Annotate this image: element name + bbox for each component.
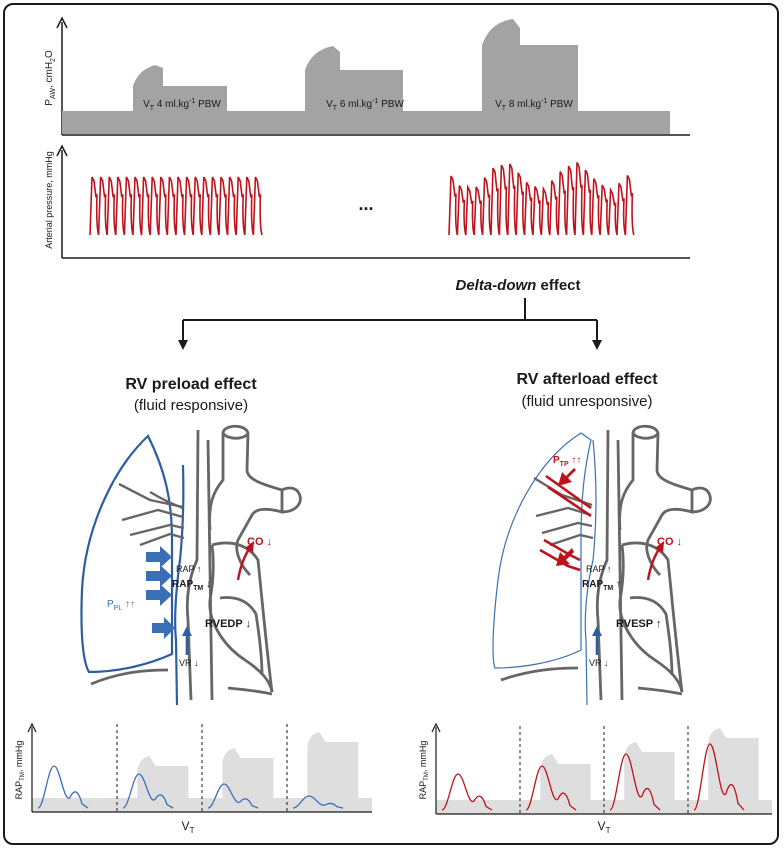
breath-label-vt4: VT 4 ml.kg-1 PBW	[143, 98, 221, 112]
vessel-compression-lines-right	[539, 474, 592, 572]
co-label-left: CO ↓	[247, 536, 272, 548]
rap-panel-left: RAPTM, mmHg VT	[14, 722, 372, 835]
breath-label-vt8: VT 8 ml.kg-1 PBW	[495, 98, 573, 112]
pressure-arrows-left	[146, 546, 175, 639]
rap-right-dividers	[519, 726, 689, 814]
rap-label-right: RAP ↑	[586, 564, 611, 574]
rvesp-label: RVESP ↑	[616, 618, 661, 630]
raptm-label-left: RAPTM ↓	[172, 579, 211, 592]
paw-y-label: PAW, cmH2O	[44, 50, 57, 106]
rap-right-x-label: VT	[598, 819, 611, 835]
inspiration-step	[307, 732, 359, 798]
inspiration-step	[540, 754, 591, 800]
rap-right-background-steps	[436, 728, 772, 814]
heart-illustration-right: PTP ↑↑ CO ↓ RAP ↑ RAPTM ↑ RVESP ↑ VR ↓	[492, 424, 712, 706]
vr-label-right: VR ↓	[589, 658, 609, 668]
ellipsis: ...	[358, 194, 373, 214]
rap-panel-right: RAPTM, mmHg VT	[418, 722, 772, 835]
rvedp-label: RVEDP ↓	[205, 618, 251, 630]
right-branch-title: RV afterload effect	[516, 371, 658, 388]
arterial-waveform-left	[89, 176, 263, 236]
airway-pressure-panel: PAW, cmH2O VT 4 ml.kg-1 PBW VT 6 ml.kg-1…	[44, 16, 690, 136]
rap-left-dividers	[116, 724, 288, 812]
co-label-right: CO ↓	[657, 536, 682, 548]
rap-right-waveform	[441, 743, 745, 811]
rap-right-y-label: RAPTM, mmHg	[418, 741, 430, 800]
ppl-label: PPL ↑↑	[107, 599, 135, 612]
inspiration-step	[708, 728, 759, 800]
left-branch-subtitle: (fluid responsive)	[134, 397, 248, 414]
inspiration-step	[137, 756, 189, 798]
ptp-label: PTP ↑↑	[553, 455, 581, 468]
delta-down-label: Delta-down effect	[455, 277, 580, 294]
pleura-line-left	[174, 464, 185, 706]
breath-label-vt6: VT 6 ml.kg-1 PBW	[326, 98, 404, 112]
rap-left-x-label: VT	[182, 819, 195, 835]
rap-left-waveform	[37, 765, 344, 809]
figure-frame	[3, 3, 779, 845]
pleura-line-right	[584, 439, 597, 706]
arterial-pressure-panel: Arterial pressure, mmHg ...	[44, 144, 690, 259]
rap-left-y-label: RAPTM, mmHg	[14, 741, 26, 800]
inspiration-step	[222, 748, 274, 798]
right-branch-subtitle: (fluid unresponsive)	[522, 393, 653, 410]
branch-arrows	[178, 298, 602, 350]
paw-y-axis-arrow	[56, 16, 68, 29]
heart-illustration-left: PPL ↑↑ CO ↓ RAP ↑ RAPTM ↓ RVEDP ↓ VR ↓	[80, 424, 302, 706]
art-y-axis-arrow	[56, 144, 68, 157]
inspiration-step	[624, 742, 675, 800]
lung-outline-left	[80, 434, 174, 674]
vr-label-left: VR ↓	[179, 658, 199, 668]
pressure-arrows-right	[556, 468, 576, 566]
rap-label-left: RAP ↑	[176, 564, 201, 574]
arterial-waveform-right	[448, 162, 635, 236]
raptm-label-right: RAPTM ↑	[582, 579, 621, 592]
art-y-label: Arterial pressure, mmHg	[44, 151, 54, 249]
left-branch-title: RV preload effect	[125, 376, 257, 393]
paw-waveform	[62, 19, 670, 134]
